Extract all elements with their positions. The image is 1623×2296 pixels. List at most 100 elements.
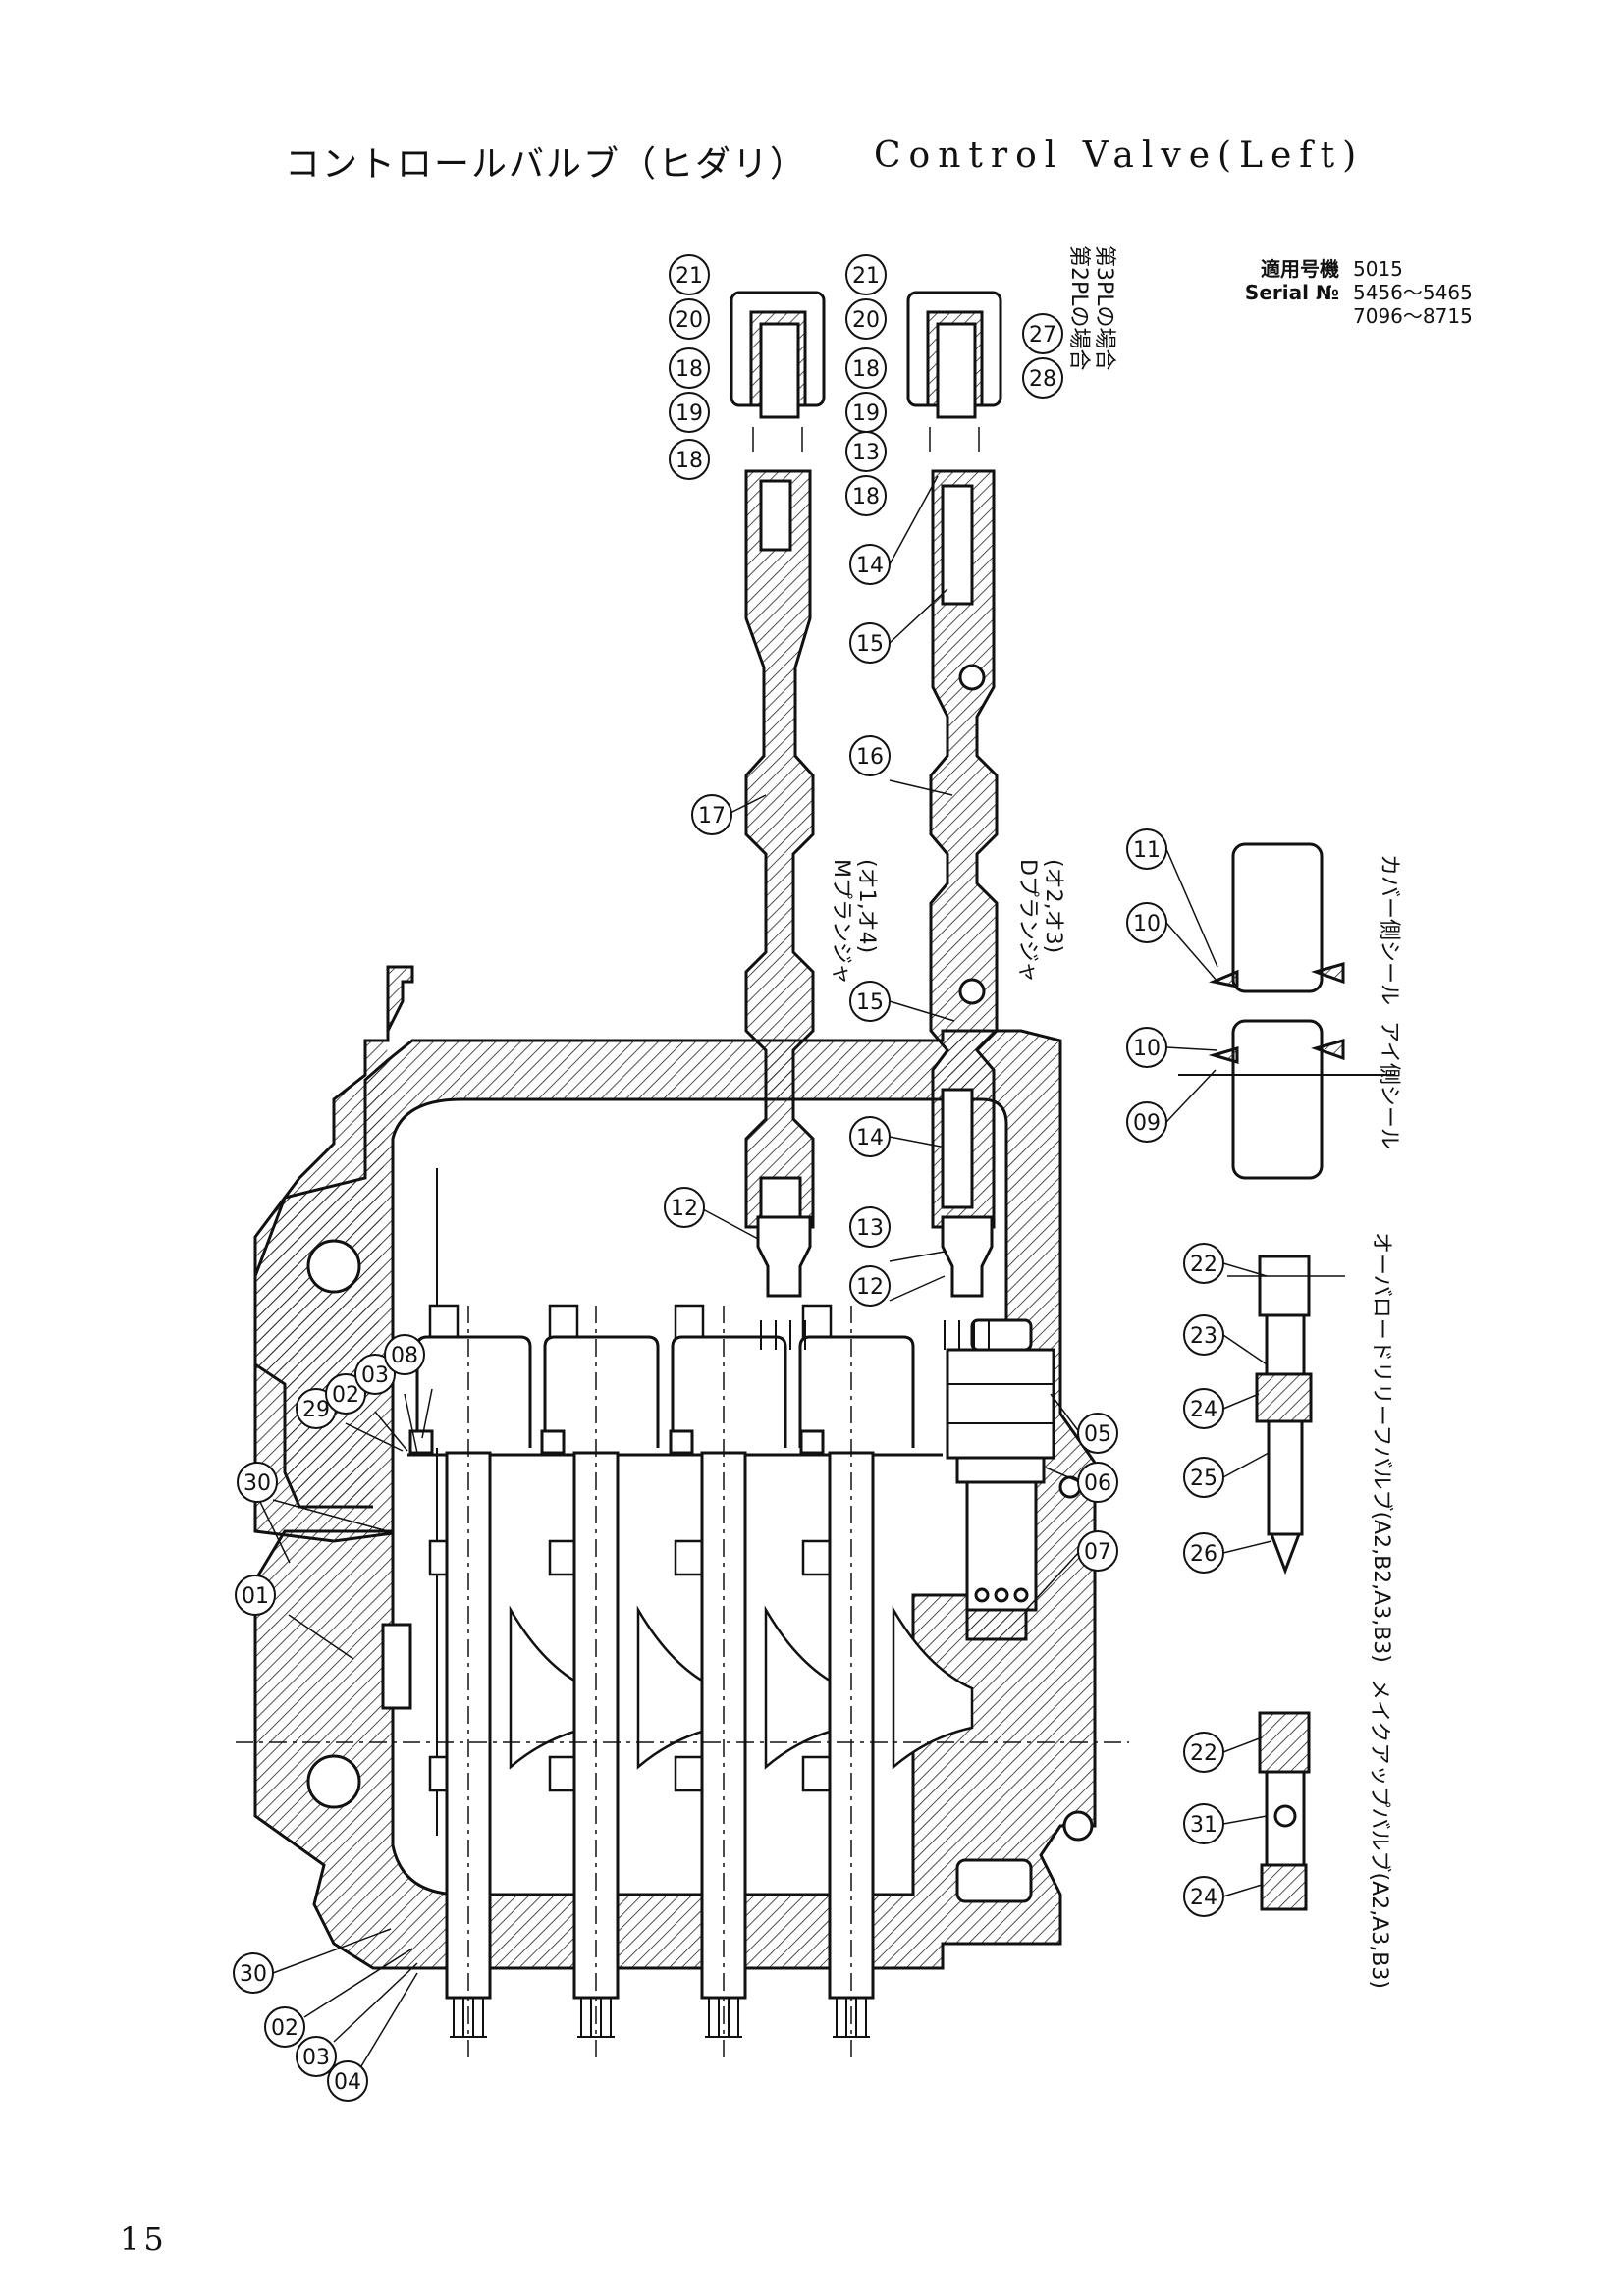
svg-text:15: 15	[856, 990, 884, 1015]
part-label: 25	[1183, 1457, 1224, 1498]
part-label: 03	[296, 2036, 337, 2077]
svg-text:21: 21	[676, 264, 703, 289]
part-label: 30	[233, 1952, 274, 1994]
overload-relief-valve	[1227, 1255, 1345, 1575]
serial-label: Serial №	[1244, 281, 1339, 304]
part-label: 20	[845, 298, 887, 340]
svg-text:12: 12	[856, 1275, 884, 1300]
svg-text:06: 06	[1084, 1471, 1111, 1496]
svg-text:19: 19	[852, 401, 880, 426]
part-label: 11	[1126, 828, 1167, 870]
part-label: 12	[664, 1187, 705, 1228]
part-label: 24	[1183, 1388, 1224, 1429]
svg-text:17: 17	[698, 804, 726, 828]
annotation-makeup-valve: メイクアップバルブ(A2,A3,B3)	[1367, 1679, 1391, 1989]
part-label: 08	[384, 1334, 425, 1375]
upper-caps	[730, 291, 1002, 452]
part-label: 04	[327, 2060, 368, 2102]
serial-value: 5456～5465	[1353, 281, 1473, 304]
valve-spools	[236, 1306, 1129, 2061]
annotation-cover-seal: カバー側シール	[1377, 854, 1401, 1005]
svg-text:10: 10	[1133, 1037, 1161, 1061]
svg-text:07: 07	[1084, 1540, 1111, 1565]
part-label: 26	[1183, 1532, 1224, 1574]
serial-row: 7096～8715	[1212, 304, 1500, 328]
m-plunger	[744, 469, 815, 1229]
svg-text:08: 08	[391, 1344, 418, 1368]
svg-text:30: 30	[243, 1471, 271, 1496]
svg-text:03: 03	[361, 1363, 389, 1388]
part-label: 07	[1077, 1530, 1118, 1572]
page-number: 15	[120, 2220, 168, 2258]
part-label: 28	[1022, 357, 1063, 399]
part-label: 18	[669, 347, 710, 389]
svg-text:19: 19	[676, 401, 703, 426]
annotation-d-plunger-sub: (オ2,オ3)	[1041, 859, 1065, 953]
annotations: 第2PLの場合 第3PLの場合 Mプランジャ (オ1,オ4) Dプランジャ (オ…	[829, 245, 1401, 1989]
d-plunger	[929, 469, 999, 1229]
part-label: 09	[1126, 1101, 1167, 1143]
part-label: 21	[845, 254, 887, 295]
part-label: 27	[1022, 313, 1063, 354]
svg-text:18: 18	[852, 357, 880, 382]
part-label: 23	[1183, 1314, 1224, 1356]
serial-table: 適用号機 5015 Serial № 5456～5465 7096～8715	[1212, 257, 1500, 328]
part-label: 22	[1183, 1732, 1224, 1773]
svg-text:03: 03	[302, 2046, 330, 2070]
svg-text:12: 12	[671, 1197, 698, 1221]
svg-text:27: 27	[1029, 323, 1056, 347]
svg-text:16: 16	[856, 745, 884, 770]
page-title-japanese: コントロールバルブ（ヒダリ）	[285, 144, 808, 185]
part-number-balloons: 01 30 29 02 03 08 30 02 03 04 05 06 07 1…	[233, 254, 1224, 2102]
svg-text:02: 02	[271, 2016, 298, 2041]
part-label: 10	[1126, 902, 1167, 943]
svg-text:18: 18	[676, 449, 703, 473]
svg-text:02: 02	[332, 1383, 359, 1408]
part-label: 19	[845, 392, 887, 433]
svg-text:13: 13	[852, 441, 880, 465]
annotation-eye-seal: アイ側シール	[1377, 1021, 1401, 1149]
svg-text:09: 09	[1133, 1111, 1161, 1136]
annotation-pl3: 第3PLの場合	[1092, 245, 1116, 371]
svg-text:24: 24	[1190, 1398, 1217, 1422]
part-label: 14	[849, 544, 891, 585]
page-title-english: Control Valve(Left)	[874, 135, 1365, 176]
part-label: 05	[1077, 1413, 1118, 1454]
annotation-pl2: 第2PLの場合	[1066, 245, 1091, 371]
svg-text:30: 30	[240, 1962, 267, 1987]
part-label: 14	[849, 1116, 891, 1157]
svg-text:20: 20	[852, 308, 880, 333]
part-label: 15	[849, 981, 891, 1022]
spool-caps	[407, 1335, 943, 1457]
svg-text:22: 22	[1190, 1741, 1217, 1766]
part-label: 13	[845, 431, 887, 472]
svg-text:13: 13	[856, 1216, 884, 1241]
svg-text:10: 10	[1133, 912, 1161, 936]
svg-text:31: 31	[1190, 1813, 1217, 1838]
svg-text:26: 26	[1190, 1542, 1217, 1567]
part-label: 12	[849, 1265, 891, 1307]
part-label: 18	[845, 475, 887, 516]
part-label: 03	[354, 1354, 396, 1395]
svg-text:04: 04	[334, 2070, 361, 2095]
part-label: 17	[691, 794, 732, 835]
part-label: 22	[1183, 1243, 1224, 1284]
makeup-valve	[1258, 1711, 1311, 1911]
svg-text:05: 05	[1084, 1422, 1111, 1447]
svg-text:21: 21	[852, 264, 880, 289]
part-label: 01	[235, 1575, 276, 1616]
serial-row: 適用号機 5015	[1212, 257, 1500, 281]
part-label: 18	[669, 439, 710, 480]
part-label: 19	[669, 392, 710, 433]
svg-text:28: 28	[1029, 367, 1056, 392]
svg-text:29: 29	[302, 1398, 330, 1422]
annotation-overload-relief: オーバロードリリーフバルブ(A2,B2,A3,B3)	[1369, 1232, 1393, 1663]
svg-text:20: 20	[676, 308, 703, 333]
serial-row: Serial № 5456～5465	[1212, 281, 1500, 304]
svg-text:22: 22	[1190, 1253, 1217, 1277]
part-label: 10	[1126, 1027, 1167, 1068]
part-label: 30	[237, 1462, 278, 1503]
seal-details	[1178, 842, 1394, 1180]
svg-text:23: 23	[1190, 1324, 1217, 1349]
